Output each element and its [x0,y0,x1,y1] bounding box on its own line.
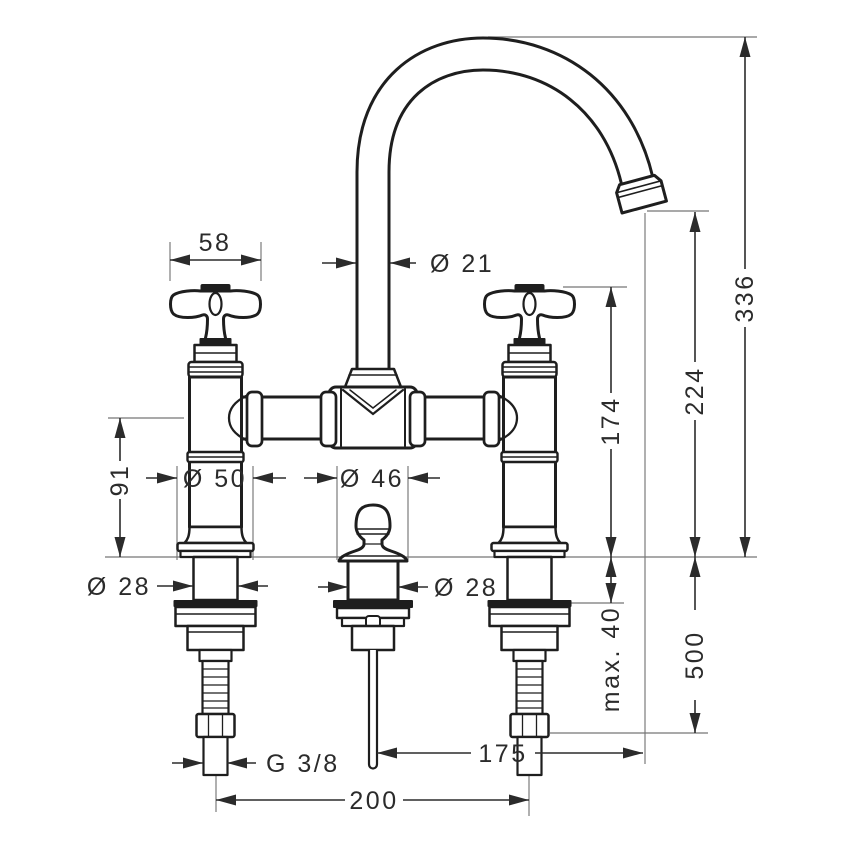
hole-distance-label: 200 [349,787,398,815]
handle-height-label: 174 [597,396,625,445]
popup-knob-diameter-label: Ø 46 [340,465,404,493]
dimension-g38: G 3/8 [172,750,340,778]
waste-gasket [333,600,413,608]
waste-body [346,559,400,602]
dimension-336: 336 [731,37,759,557]
right-union-cone [498,394,519,442]
dimension-91: 91 [106,418,134,557]
hose-length-label: 500 [681,630,709,679]
total-height-label: 336 [731,273,759,322]
tee-junction [327,367,419,450]
tee-chevron [341,388,405,416]
spout-tube-diameter-label: Ø 21 [430,250,494,278]
dimension-224: 224 [681,212,709,557]
tee-collar [343,367,403,389]
dimension-174: 174 [597,287,625,557]
spout [355,36,668,376]
thread-size-label: G 3/8 [266,750,340,778]
popup-knob [337,503,409,563]
max-counter-thickness-label: max. 40 [597,606,625,712]
dimension-spout-diameter: Ø 21 [322,250,494,278]
waste-tailpiece [350,624,396,652]
dimension-500: 500 [681,557,709,733]
body-diameter-label: Ø 50 [183,465,247,493]
body-height-label: 91 [106,464,134,497]
aerator [615,173,668,215]
dimension-waste-diameter: Ø 28 [318,574,498,602]
popup-rod [367,648,379,770]
left-supply-connection [172,555,259,777]
dimension-max-40: max. 40 [597,557,625,712]
shank-diameter-label: Ø 28 [87,573,151,601]
dimension-shank-diameter: Ø 28 [87,573,268,601]
popup-waste [333,503,413,770]
dimension-body-diameter: Ø 50 [146,465,286,493]
dimension-58: 58 [170,229,261,266]
handle-width-label: 58 [199,229,232,257]
dimension-200: 200 [216,787,529,815]
tee-body [327,385,419,450]
dimension-175: 175 [377,740,643,768]
left-union-cone [227,394,248,442]
spout-inner [358,39,652,376]
spout-reach-label: 175 [478,740,527,768]
dimension-knob-diameter: Ø 46 [304,465,440,493]
pipe-unions [227,390,519,448]
spout-outlet-height-label: 224 [681,366,709,415]
waste-diameter-label: Ø 28 [434,574,498,602]
